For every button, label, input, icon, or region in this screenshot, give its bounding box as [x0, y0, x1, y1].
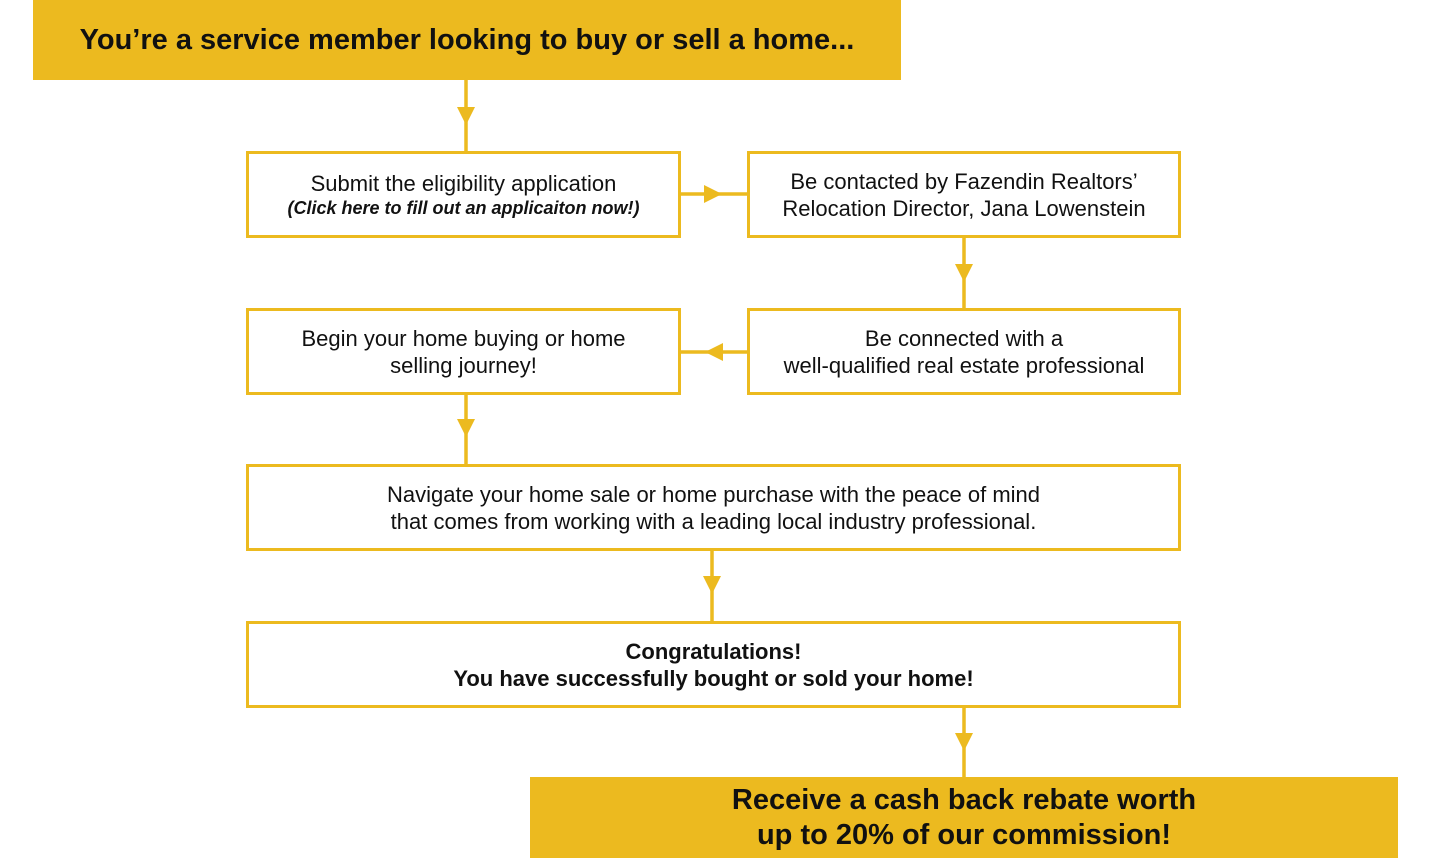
- congratulations-line-1: Congratulations!: [625, 638, 802, 664]
- congratulations-box: Congratulations! You have successfully b…: [246, 621, 1181, 708]
- navigate-box: Navigate your home sale or home purchase…: [246, 464, 1181, 551]
- submit-application-box[interactable]: Submit the eligibility application (Clic…: [246, 151, 681, 238]
- begin-journey-box: Begin your home buying or home selling j…: [246, 308, 681, 395]
- contacted-box: Be contacted by Fazendin Realtors’ Reloc…: [747, 151, 1181, 238]
- arrowhead-down: [955, 264, 973, 282]
- final-line-2: up to 20% of our commission!: [756, 818, 1172, 851]
- congratulations-line-2: You have successfully bought or sold you…: [453, 665, 974, 691]
- navigate-line-2: that comes from working with a leading l…: [390, 508, 1037, 534]
- application-link[interactable]: (Click here to fill out an applicaiton n…: [287, 198, 640, 218]
- header-title: You’re a service member looking to buy o…: [79, 23, 855, 56]
- submit-application-label: Submit the eligibility application: [310, 171, 617, 196]
- final-banner: Receive a cash back rebate worth up to 2…: [530, 777, 1398, 858]
- arrowhead-down: [457, 107, 475, 125]
- final-line-1: Receive a cash back rebate worth: [731, 783, 1197, 816]
- header-banner: You’re a service member looking to buy o…: [33, 0, 901, 80]
- connected-box: Be connected with a well-qualified real …: [747, 308, 1181, 395]
- arrowhead-left: [705, 343, 723, 361]
- contacted-line-1: Be contacted by Fazendin Realtors’: [790, 168, 1138, 194]
- arrowhead-down: [955, 733, 973, 751]
- contacted-line-2: Relocation Director, Jana Lowenstein: [782, 195, 1146, 221]
- navigate-line-1: Navigate your home sale or home purchase…: [386, 481, 1041, 507]
- arrowhead-down: [703, 576, 721, 594]
- arrowhead-down: [457, 419, 475, 437]
- connected-line-1: Be connected with a: [864, 325, 1064, 351]
- connected-line-2: well-qualified real estate professional: [783, 352, 1145, 378]
- begin-journey-line-2: selling journey!: [390, 352, 537, 378]
- arrowhead-right: [704, 185, 722, 203]
- begin-journey-line-1: Begin your home buying or home: [301, 325, 626, 351]
